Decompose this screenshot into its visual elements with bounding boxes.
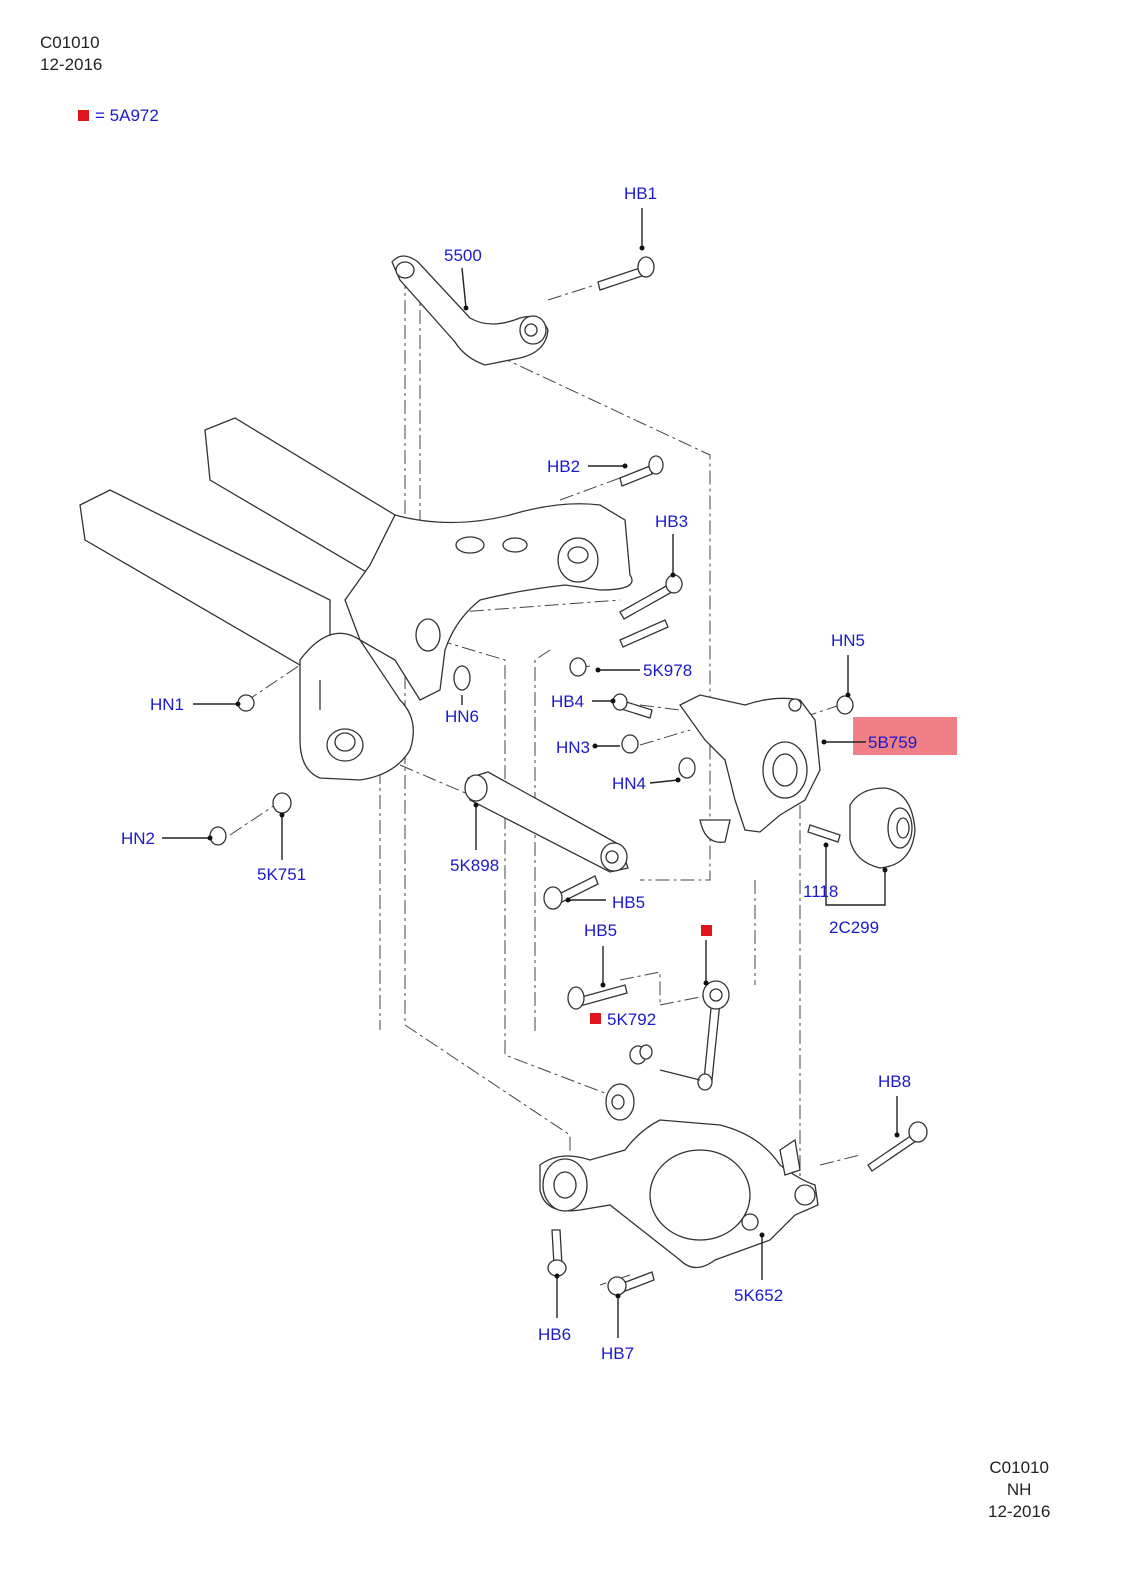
label-hb8: HB8 — [878, 1072, 912, 1091]
label-5k898: 5K898 — [450, 856, 500, 875]
label-hn2: HN2 — [121, 829, 156, 848]
upper-arm-5500 — [391, 255, 549, 366]
label-2c299: 2C299 — [829, 918, 880, 937]
label-hn3: HN3 — [556, 738, 591, 757]
footer-suffix: NH — [1006, 1480, 1032, 1499]
label-hn6: HN6 — [445, 707, 480, 726]
label-hb1: HB1 — [624, 184, 658, 203]
label-5k978: 5K978 — [643, 661, 693, 680]
red-marker-icon — [590, 1013, 601, 1024]
footer-stamp: C01010 NH 12-2016 — [988, 1457, 1050, 1523]
legend-text: = 5A972 — [95, 106, 159, 125]
stabilizer-link-5k792 — [659, 980, 730, 1091]
leader-lines — [162, 208, 898, 1338]
footer-code: C01010 — [989, 1458, 1049, 1477]
header-stamp: C01010 12-2016 — [40, 32, 102, 76]
label-hb5-lower: HB5 — [584, 921, 618, 940]
footer-date: 12-2016 — [988, 1502, 1051, 1521]
label-5k792: 5K792 — [607, 1010, 657, 1029]
label-hb2: HB2 — [547, 457, 581, 476]
drawing-date: 12-2016 — [40, 55, 103, 74]
leader-dots — [207, 245, 900, 1299]
label-5500: 5500 — [444, 246, 482, 265]
label-5k652: 5K652 — [734, 1286, 784, 1305]
label-hn1: HN1 — [150, 695, 185, 714]
label-hn5: HN5 — [831, 631, 866, 650]
label-5k751: 5K751 — [257, 865, 307, 884]
lateral-link-5k898 — [464, 771, 629, 873]
lower-arm-5k652 — [539, 1083, 819, 1269]
label-hn4: HN4 — [612, 774, 647, 793]
highlight-box-5b759 — [853, 717, 957, 755]
label-hb5-upper: HB5 — [612, 893, 646, 912]
label-1118: 1118 — [803, 882, 839, 901]
legend: = 5A972 — [78, 106, 159, 126]
label-hb6: HB6 — [538, 1325, 572, 1344]
drawing-code: C01010 — [40, 33, 100, 52]
label-hb3: HB3 — [655, 512, 689, 531]
label-hb4: HB4 — [551, 692, 585, 711]
red-marker-icon — [78, 110, 89, 121]
subframe — [79, 417, 633, 781]
label-hb7: HB7 — [601, 1344, 635, 1363]
hub-2c299 — [849, 787, 916, 869]
label-5b759: 5B759 — [868, 733, 918, 752]
red-marker-icon — [701, 925, 712, 936]
knuckle-5b759 — [679, 694, 821, 843]
